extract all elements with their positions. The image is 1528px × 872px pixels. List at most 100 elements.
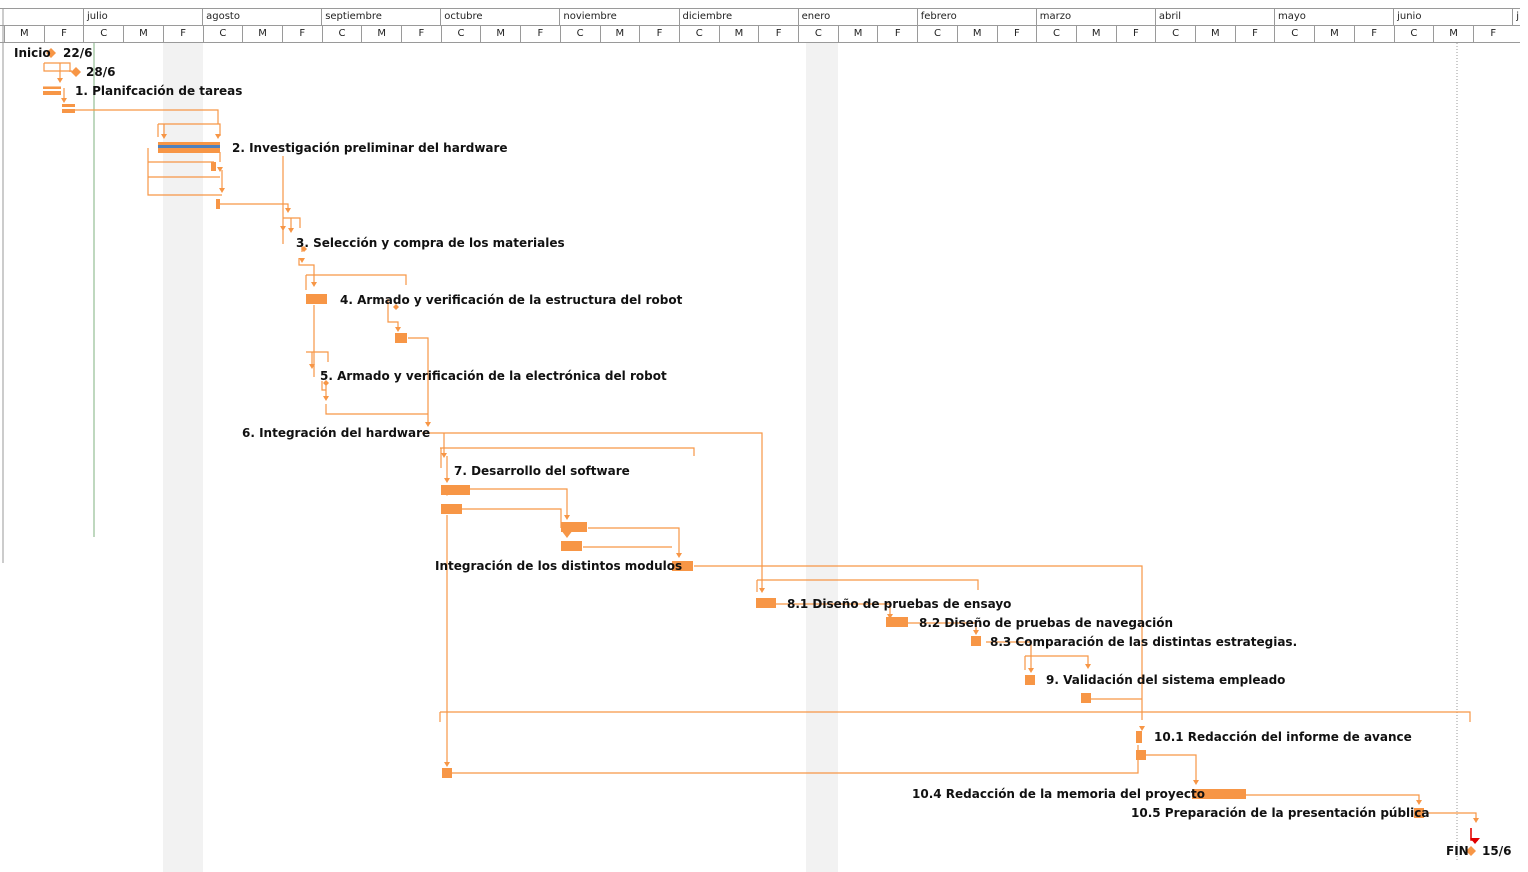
tick-36: M <box>1433 25 1473 42</box>
bar-software-3[interactable] <box>561 522 587 532</box>
label-fin: FIN <box>1446 844 1469 858</box>
label-task-8-2: 8.2 Diseño de pruebas de navegación <box>919 616 1174 630</box>
label-inicio-date: 22/6 <box>63 46 93 60</box>
label-task-3: 3. Selección y compra de los materiales <box>296 236 565 250</box>
bar-10-1b[interactable] <box>1136 750 1146 760</box>
bar-planificacion-task[interactable] <box>62 104 75 107</box>
month-3: octubre <box>440 8 559 25</box>
bar-software-1[interactable] <box>441 485 470 495</box>
tick-29: C <box>1155 25 1195 42</box>
bar-software-2[interactable] <box>441 504 462 514</box>
month-12: j <box>1512 8 1520 25</box>
tick-4: F <box>162 25 203 42</box>
tick-23: C <box>917 25 957 42</box>
bar-9b[interactable] <box>1081 693 1091 703</box>
bar-8-3[interactable] <box>971 636 981 646</box>
month-2: septiembre <box>321 8 440 25</box>
bar-investigacion-task[interactable] <box>211 162 216 171</box>
month-6: enero <box>797 8 917 25</box>
tick-8: C <box>321 25 362 42</box>
bar-10-1[interactable] <box>1136 731 1142 743</box>
bar-10-5[interactable] <box>1414 808 1424 818</box>
bar-estructura-2[interactable] <box>395 333 407 343</box>
label-task-5: 5. Armado y verificación de la electróni… <box>320 369 667 383</box>
tick-32: C <box>1274 25 1314 42</box>
label-task-2: 2. Investigación preliminar del hardware <box>232 141 508 155</box>
bar-investigacion-task2[interactable] <box>216 199 220 209</box>
tick-15: M <box>599 25 640 42</box>
tick-3: M <box>123 25 163 42</box>
label-task-1: 1. Planifcación de tareas <box>75 84 243 98</box>
tick-10: F <box>401 25 441 42</box>
tick-27: M <box>1075 25 1116 42</box>
milestone-fin[interactable] <box>1466 846 1476 856</box>
tick-17: C <box>678 25 719 42</box>
nonworking-shade-2 <box>806 43 838 872</box>
tick-24: M <box>956 25 997 42</box>
tick-5: C <box>202 25 243 42</box>
progress-investigacion <box>158 145 220 148</box>
bar-planificacion-summary[interactable] <box>43 91 61 95</box>
tick-2: C <box>83 25 123 42</box>
month-7: febrero <box>916 8 1036 25</box>
tick-30: M <box>1195 25 1235 42</box>
bar-10-x[interactable] <box>442 768 452 778</box>
tick-9: M <box>361 25 401 42</box>
tick-33: M <box>1314 25 1354 42</box>
month-10: mayo <box>1274 8 1393 25</box>
label-task-9: 9. Validación del sistema empleado <box>1046 673 1286 687</box>
tick-28: F <box>1115 25 1156 42</box>
tick-1: F <box>43 25 84 42</box>
milestone-small-5[interactable] <box>323 380 329 386</box>
bar-software-4[interactable] <box>561 541 582 551</box>
tick-26: C <box>1036 25 1076 42</box>
tick-14: C <box>559 25 600 42</box>
month-11: junio <box>1393 8 1512 25</box>
label-task-7b: Integración de los distintos modulos <box>435 559 683 573</box>
nonworking-shade-1 <box>163 43 203 872</box>
bar-planificacion-sub[interactable] <box>43 86 61 89</box>
milestone-small-4[interactable] <box>393 304 399 310</box>
critical-arrow <box>1470 838 1480 844</box>
month-4: noviembre <box>559 8 678 25</box>
tick-37: F <box>1472 25 1513 42</box>
bar-estructura[interactable] <box>306 294 327 304</box>
tick-31: F <box>1234 25 1275 42</box>
tick-13: F <box>520 25 560 42</box>
label-task-4: 4. Armado y verificación de la estructur… <box>340 293 683 307</box>
bar-10-4[interactable] <box>1192 789 1246 799</box>
bar-9[interactable] <box>1025 675 1035 685</box>
tick-35: C <box>1393 25 1434 42</box>
tick-12: M <box>480 25 520 42</box>
bar-8-2[interactable] <box>886 617 908 627</box>
bar-integracion-modulos[interactable] <box>672 561 693 571</box>
label-fin-date: 15/6 <box>1482 844 1512 858</box>
bar-8-1[interactable] <box>756 598 776 608</box>
tick-19: F <box>758 25 798 42</box>
tick-6: M <box>242 25 282 42</box>
tick-16: F <box>639 25 679 42</box>
tick-0: M <box>4 25 44 42</box>
label-task-6: 6. Integración del hardware <box>242 426 431 440</box>
tick-25: F <box>996 25 1037 42</box>
bar-planificacion-light <box>43 86 61 87</box>
tick-18: M <box>718 25 759 42</box>
label-milestone-28-6: 28/6 <box>86 65 116 79</box>
tick-20: C <box>798 25 838 42</box>
label-task-10-4: 10.4 Redacción de la memoria del proyect… <box>912 787 1205 801</box>
label-task-7: 7. Desarrollo del software <box>454 464 630 478</box>
label-inicio: Inicio <box>14 46 51 60</box>
label-task-8-3: 8.3 Comparación de las distintas estrate… <box>990 635 1298 649</box>
milestone-inicio[interactable] <box>46 48 56 58</box>
tick-7: F <box>281 25 322 42</box>
label-task-10-5: 10.5 Preparación de la presentación públ… <box>1131 806 1430 820</box>
month-8: marzo <box>1035 8 1155 25</box>
milestone-small-3[interactable] <box>301 246 307 252</box>
month-1: agosto <box>202 8 321 25</box>
label-task-10-1: 10.1 Redacción del informe de avance <box>1154 730 1412 744</box>
milestone-28-6[interactable] <box>71 67 81 77</box>
month-9: abril <box>1154 8 1274 25</box>
bar-planificacion-task2[interactable] <box>62 109 75 113</box>
